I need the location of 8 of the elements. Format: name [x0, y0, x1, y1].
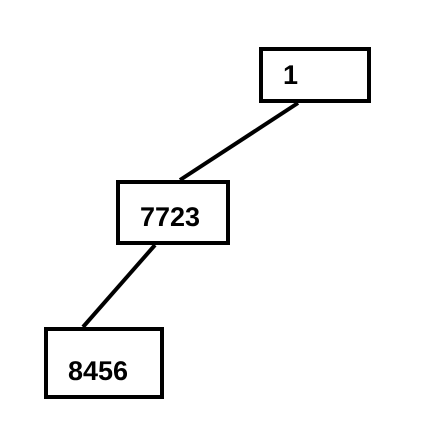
- box: [44, 327, 164, 399]
- box: [259, 47, 371, 103]
- node-number: 7723: [140, 201, 200, 234]
- node-number: 8456: [68, 355, 128, 388]
- connector-line: [178, 101, 300, 182]
- connector-line: [82, 244, 156, 328]
- box: [116, 180, 230, 245]
- node-number: 1: [283, 59, 298, 92]
